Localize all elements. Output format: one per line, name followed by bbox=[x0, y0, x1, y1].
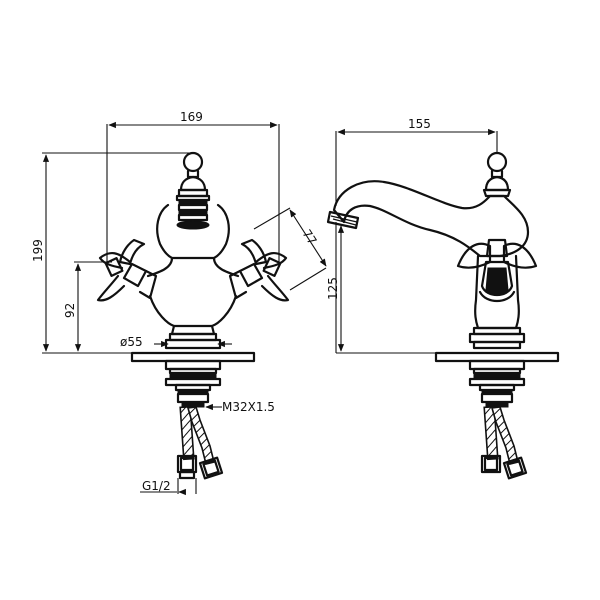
side-view: 155 125 bbox=[326, 117, 560, 480]
dim-base-diameter: ø55 bbox=[120, 335, 232, 349]
dim-spout-reach-label: 155 bbox=[408, 117, 431, 131]
side-handle bbox=[456, 238, 538, 297]
side-deck-plate bbox=[434, 351, 560, 363]
mounting-thread-callout: M32X1.5 bbox=[205, 400, 275, 414]
front-top-finial bbox=[175, 151, 211, 202]
dim-handle-offset-label: 77 bbox=[299, 227, 319, 247]
front-cartridge bbox=[176, 200, 210, 230]
front-hoses bbox=[176, 405, 224, 480]
side-spout bbox=[332, 180, 530, 258]
dim-height-total-label: 199 bbox=[31, 239, 45, 262]
front-left-handle bbox=[96, 238, 158, 302]
dim-handle-height-label: 92 bbox=[63, 303, 77, 318]
front-view: 169 199 92 ø55 77 bbox=[31, 110, 327, 496]
front-deck-plate bbox=[130, 351, 256, 363]
hose-thread-callout: G1/2 bbox=[140, 478, 197, 496]
dim-spout-reach: 155 bbox=[335, 117, 498, 206]
dim-height-total: 199 bbox=[31, 152, 192, 354]
dim-base-diameter-label: ø55 bbox=[120, 335, 143, 349]
hose-thread-label: G1/2 bbox=[142, 479, 171, 493]
front-body bbox=[146, 256, 240, 328]
front-mounting-nut bbox=[164, 359, 222, 408]
side-hoses bbox=[480, 405, 528, 480]
dim-spout-height: 125 bbox=[326, 222, 436, 354]
side-mounting-nut bbox=[468, 359, 526, 408]
mounting-thread-label: M32X1.5 bbox=[222, 400, 275, 414]
dim-handle-offset: 77 bbox=[253, 207, 327, 291]
front-right-handle bbox=[228, 238, 290, 302]
side-base-collar bbox=[468, 326, 526, 350]
front-body-dome bbox=[156, 203, 230, 260]
dim-spout-height-label: 125 bbox=[326, 277, 340, 300]
dim-width-total: 169 bbox=[106, 110, 280, 262]
front-base-collar bbox=[164, 324, 222, 350]
dim-handle-height: 92 bbox=[63, 261, 112, 352]
dim-width-total-label: 169 bbox=[180, 110, 203, 124]
side-top-finial bbox=[482, 151, 512, 198]
side-aerator bbox=[326, 210, 360, 230]
